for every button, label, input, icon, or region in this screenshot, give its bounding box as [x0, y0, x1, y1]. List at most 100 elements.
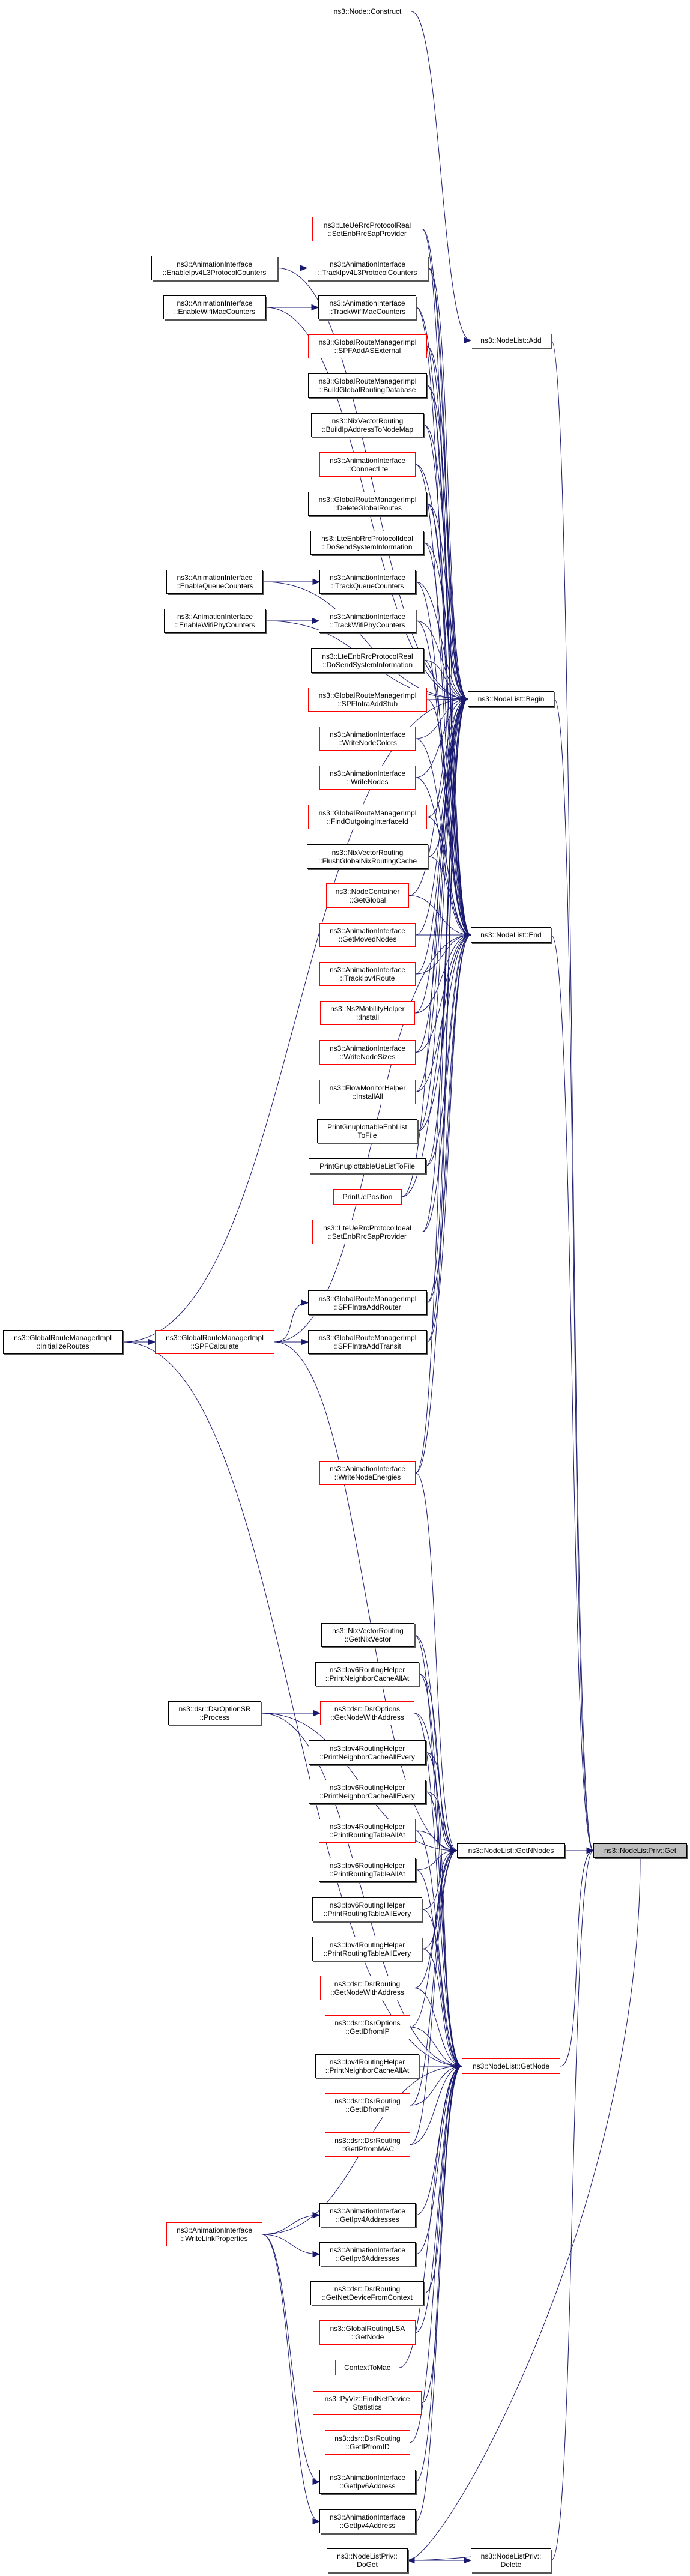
- graph-node-ipv6-neigh-all-at[interactable]: ns3::Ipv6RoutingHelper::PrintNeighborCac…: [315, 1662, 419, 1686]
- graph-node-enable-wifi-phy[interactable]: ns3::AnimationInterface::EnableWifiPhyCo…: [164, 609, 266, 633]
- graph-node-ipv6-rt-all-at[interactable]: ns3::Ipv6RoutingHelper::PrintRoutingTabl…: [319, 1858, 416, 1882]
- graph-node-ipv6-neigh-all-every[interactable]: ns3::Ipv6RoutingHelper::PrintNeighborCac…: [309, 1780, 426, 1804]
- arrowhead-icon: [464, 2557, 472, 2564]
- graph-node-spf-intra-add-router[interactable]: ns3::GlobalRouteManagerImpl::SPFIntraAdd…: [308, 1290, 427, 1315]
- graph-node-get-i-pfrom-i-d[interactable]: ns3::dsr::DsrRouting::GetIPfromID: [325, 2430, 410, 2455]
- graph-node-get-ipv6-address[interactable]: ns3::AnimationInterface::GetIpv6Address: [319, 2470, 416, 2494]
- graph-node-ue-ideal-set-enb[interactable]: ns3::LteUeRrcProtocolIdeal::SetEnbRrcSap…: [312, 1220, 422, 1244]
- node-label-line: ns3::GlobalRouteManagerImpl: [318, 808, 417, 817]
- graph-node-get-n-nodes[interactable]: ns3::NodeList::GetNNodes: [457, 1843, 565, 1858]
- graph-node-track-ipv4-l3[interactable]: ns3::AnimationInterface::TrackIpv4L3Prot…: [307, 256, 428, 280]
- graph-node-delete-global-routes[interactable]: ns3::GlobalRouteManagerImpl::DeleteGloba…: [308, 492, 427, 516]
- node-label-line: ::GetIPfromMAC: [340, 2144, 394, 2153]
- graph-node-flush-nix[interactable]: ns3::NixVectorRouting::FlushGlobalNixRou…: [307, 844, 428, 869]
- call-edge: [415, 1830, 462, 2067]
- graph-node-ns2-install[interactable]: ns3::Ns2MobilityHelper::Install: [320, 1001, 415, 1025]
- graph-node-write-node-sizes[interactable]: ns3::AnimationInterface::WriteNodeSizes: [319, 1040, 416, 1065]
- node-label-line: ns3::AnimationInterface: [176, 259, 253, 268]
- graph-node-ipv4-rt-all-at[interactable]: ns3::Ipv4RoutingHelper::PrintRoutingTabl…: [319, 1819, 416, 1843]
- graph-node-track-ipv4-route[interactable]: ns3::AnimationInterface::TrackIpv4Route: [319, 962, 416, 986]
- graph-node-enable-wifi-mac[interactable]: ns3::AnimationInterface::EnableWifiMacCo…: [163, 295, 266, 319]
- call-edge: [551, 934, 594, 1851]
- graph-node-get-net-device-from-context[interactable]: ns3::dsr::DsrRouting::GetNetDeviceFromCo…: [310, 2281, 424, 2305]
- call-edge: [274, 1341, 458, 1851]
- graph-node-enb-ideal-do-send[interactable]: ns3::LteEnbRrcProtocolIdeal::DoSendSyste…: [310, 531, 424, 555]
- graph-node-construct[interactable]: ns3::Node::Construct: [324, 4, 411, 19]
- graph-node-dsr-options-get-node-with-address[interactable]: ns3::dsr::DsrOptions::GetNodeWithAddress: [320, 1701, 414, 1725]
- node-label-line: ::WriteLinkProperties: [181, 2234, 248, 2243]
- graph-node-connect-lte[interactable]: ns3::AnimationInterface::ConnectLte: [319, 452, 416, 477]
- graph-node-enb-real-do-send[interactable]: ns3::LteEnbRrcProtocolReal::DoSendSystem…: [311, 648, 424, 673]
- node-label-line: ::PrintRoutingTableAllAt: [329, 1831, 405, 1839]
- node-label-line: ::SPFIntraAddStub: [337, 700, 398, 708]
- graph-node-ue-real-set-enb[interactable]: ns3::LteUeRrcProtocolReal::SetEnbRrcSapP…: [312, 217, 422, 241]
- graph-node-write-nodes[interactable]: ns3::AnimationInterface::WriteNodes: [319, 766, 416, 790]
- graph-node-get-ipv4-addresses[interactable]: ns3::AnimationInterface::GetIpv4Addresse…: [319, 2203, 416, 2227]
- node-label-line: ns3::Ipv4RoutingHelper: [329, 1744, 405, 1753]
- graph-node-dsr-options-get-i-dfrom-i-p[interactable]: ns3::dsr::DsrOptions::GetIDfromIP: [325, 2015, 410, 2039]
- node-label-line: ::BuildIpAddressToNodeMap: [321, 425, 414, 434]
- graph-node-get-ipv6-addresses[interactable]: ns3::AnimationInterface::GetIpv6Addresse…: [319, 2242, 416, 2266]
- graph-node-flow-mon-install-all[interactable]: ns3::FlowMonitorHelper::InstallAll: [319, 1080, 416, 1104]
- graph-node-lsa-get-node[interactable]: ns3::GlobalRoutingLSA::GetNode: [319, 2320, 416, 2345]
- node-label-line: ns3::AnimationInterface: [329, 259, 406, 268]
- call-edge: [551, 1850, 594, 2561]
- graph-node-delete[interactable]: ns3::NodeListPriv::Delete: [471, 2548, 551, 2572]
- graph-node-node-container-get-global[interactable]: ns3::NodeContainer::GetGlobal: [326, 883, 409, 908]
- graph-node-end[interactable]: ns3::NodeList::End: [471, 927, 551, 943]
- graph-node-print-ue-list[interactable]: PrintGnuplottableUeListToFile: [309, 1158, 426, 1173]
- node-label-line: ::WriteNodeSizes: [339, 1052, 396, 1061]
- graph-node-spf-intra-add-transit[interactable]: ns3::GlobalRouteManagerImpl::SPFIntraAdd…: [308, 1330, 427, 1354]
- arrowhead-icon: [312, 2212, 321, 2219]
- graph-node-spf-calculate[interactable]: ns3::GlobalRouteManagerImpl::SPFCalculat…: [155, 1330, 274, 1354]
- graph-node-ipv4-neigh-all-at[interactable]: ns3::Ipv4RoutingHelper::PrintNeighborCac…: [315, 2054, 419, 2078]
- graph-node-add[interactable]: ns3::NodeList::Add: [471, 333, 551, 348]
- graph-node-print-ue-position[interactable]: PrintUePosition: [333, 1189, 402, 1205]
- graph-node-ipv4-neigh-all-every[interactable]: ns3::Ipv4RoutingHelper::PrintNeighborCac…: [309, 1740, 426, 1765]
- graph-node-enable-ipv4-l3[interactable]: ns3::AnimationInterface::EnableIpv4L3Pro…: [151, 256, 277, 280]
- graph-node-write-node-colors[interactable]: ns3::AnimationInterface::WriteNodeColors: [319, 727, 416, 751]
- graph-node-initialize-routes[interactable]: ns3::GlobalRouteManagerImpl::InitializeR…: [3, 1330, 123, 1354]
- call-edge: [415, 2066, 462, 2482]
- graph-node-dsr-routing-get-i-dfrom-i-p[interactable]: ns3::dsr::DsrRouting::GetIDfromIP: [325, 2093, 410, 2117]
- graph-node-get-nix-vector[interactable]: ns3::NixVectorRouting::GetNixVector: [321, 1623, 414, 1647]
- call-edge: [551, 340, 594, 1851]
- graph-node-find-outgoing[interactable]: ns3::GlobalRouteManagerImpl::FindOutgoin…: [308, 805, 427, 829]
- node-label-line: ::PrintNeighborCacheAllEvery: [319, 1752, 415, 1761]
- graph-node-get-node[interactable]: ns3::NodeList::GetNode: [462, 2058, 560, 2074]
- graph-node-track-queue[interactable]: ns3::AnimationInterface::TrackQueueCount…: [319, 570, 416, 594]
- call-edge: [425, 1791, 462, 2067]
- graph-node-get-i-pfrom-m-a-c[interactable]: ns3::dsr::DsrRouting::GetIPfromMAC: [325, 2132, 410, 2157]
- graph-node-write-node-energies[interactable]: ns3::AnimationInterface::WriteNodeEnergi…: [319, 1461, 416, 1485]
- graph-node-get-moved-nodes[interactable]: ns3::AnimationInterface::GetMovedNodes: [319, 923, 416, 947]
- call-edge: [277, 268, 468, 700]
- graph-node-spf-intra-add-stub[interactable]: ns3::GlobalRouteManagerImpl::SPFIntraAdd…: [308, 688, 427, 712]
- call-edge: [262, 2234, 320, 2522]
- call-edge: [428, 268, 471, 936]
- graph-node-build-ip-addr-map[interactable]: ns3::NixVectorRouting::BuildIpAddressToN…: [311, 413, 424, 437]
- node-label-line: ns3::AnimationInterface: [177, 612, 253, 621]
- graph-node-write-link-properties[interactable]: ns3::AnimationInterface::WriteLinkProper…: [166, 2222, 262, 2246]
- node-label-line: PrintGnuplottableEnbList: [327, 1123, 407, 1131]
- graph-node-get-ipv4-address[interactable]: ns3::AnimationInterface::GetIpv4Address: [319, 2509, 416, 2533]
- graph-node-track-wifi-phy[interactable]: ns3::AnimationInterface::TrackWifiPhyCou…: [319, 609, 416, 633]
- graph-node-dsr-routing-get-node-with-address[interactable]: ns3::dsr::DsrRouting::GetNodeWithAddress: [320, 1976, 414, 2000]
- call-edge: [419, 1673, 462, 2067]
- graph-node-dsr-option-s-r-process[interactable]: ns3::dsr::DsrOptionSR::Process: [168, 1701, 261, 1725]
- node-label-line: ::Install: [356, 1013, 379, 1021]
- graph-node-build-global-routing-db[interactable]: ns3::GlobalRouteManagerImpl::BuildGlobal…: [308, 373, 427, 398]
- graph-node-context-to-mac[interactable]: ContextToMac: [335, 2360, 399, 2375]
- node-label-line: ns3::AnimationInterface: [329, 730, 406, 739]
- graph-node-do-get[interactable]: ns3::NodeListPriv::DoGet: [327, 2548, 408, 2572]
- graph-node-ipv6-rt-all-every[interactable]: ns3::Ipv6RoutingHelper::PrintRoutingTabl…: [312, 1897, 422, 1921]
- graph-node-spf-add-a-s-external[interactable]: ns3::GlobalRouteManagerImpl::SPFAddASExt…: [308, 334, 427, 358]
- graph-node-ipv4-rt-all-every[interactable]: ns3::Ipv4RoutingHelper::PrintRoutingTabl…: [312, 1937, 422, 1961]
- graph-node-begin[interactable]: ns3::NodeList::Begin: [468, 691, 554, 707]
- graph-node-enable-queue[interactable]: ns3::AnimationInterface::EnableQueueCoun…: [166, 570, 263, 594]
- node-label-line: ns3::Node::Construct: [333, 7, 402, 16]
- node-label-line: ::WriteNodeColors: [338, 739, 397, 747]
- graph-node-track-wifi-mac[interactable]: ns3::AnimationInterface::TrackWifiMacCou…: [318, 295, 416, 319]
- call-edge: [411, 11, 471, 341]
